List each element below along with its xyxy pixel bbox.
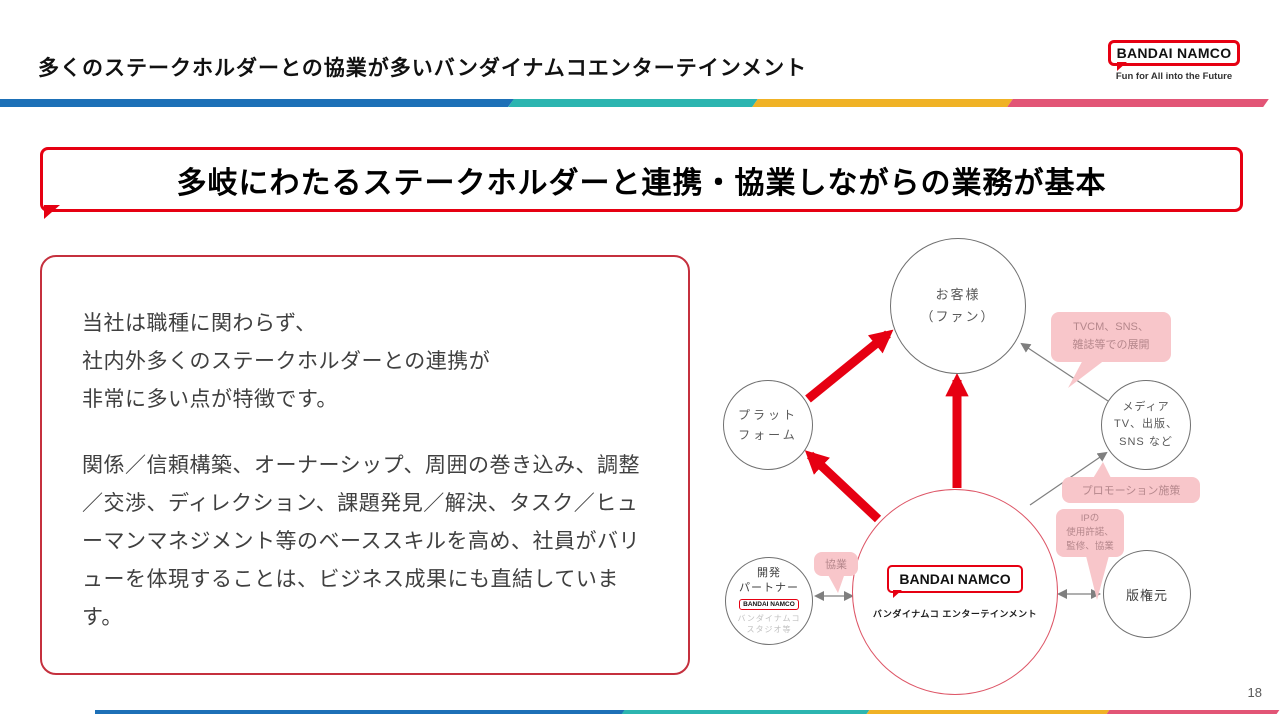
center-logo-bubble: BANDAI NAMCO [887,564,1023,598]
node-platform-label: プラット フォーム [737,407,798,442]
logo-text: BANDAI NAMCO [1116,45,1232,61]
node-dev-partner-sublabel: バンダイナムコ スタジオ等 [737,614,801,635]
node-dev-partner: 開発 パートナー BANDAI NAMCO バンダイナムコ スタジオ等 [725,557,813,645]
node-media: メディア TV、出版、 SNS など [1101,380,1191,470]
node-media-label: メディア TV、出版、 SNS など [1113,400,1179,448]
description-paragraph-1: 当社は職種に関わらず、 社内外多くのステークホルダーとの連携が 非常に多い点が特… [82,312,491,411]
arrow-platform-to-customer [805,329,894,403]
main-title-box: 多岐にわたるステークホルダーと連携・協業しながらの業務が基本 [40,147,1243,212]
node-platform: プラット フォーム [723,380,813,470]
center-logo-text: BANDAI NAMCO [899,570,1011,587]
page-title: 多くのステークホルダーとの協業が多いバンダイナムコエンターテインメント [38,57,808,80]
bottom-divider-stripe [95,710,1280,714]
description-box: 当社は職種に関わらず、 社内外多くのステークホルダーとの連携が 非常に多い点が特… [40,255,690,675]
page-number: 18 [1247,685,1262,700]
bandai-namco-wordmark: BANDAI NAMCO [1107,40,1241,71]
center-company-label: バンダイナムコ エンターテインメント [872,608,1038,619]
node-customer-label: お客様 （ファン） [920,286,996,324]
callout-tail-collaboration [827,573,845,593]
logo-tagline: Fun for All into the Future [1115,71,1233,82]
description-paragraph-2: 関係／信頼構築、オーナーシップ、周囲の巻き込み、調整／交渉、ディレクション、課題… [82,454,640,629]
stripe-segment-blue [95,710,625,714]
node-rights-holder: 版権元 [1103,550,1191,638]
callout-tail-promotion [1092,462,1112,480]
arrow-media-to-customer [1020,342,1109,402]
logo-bubble-tail [1116,62,1127,71]
node-bandai-namco-center: BANDAI NAMCO バンダイナムコ エンターテインメント [852,489,1058,695]
bandai-namco-logo: BANDAI NAMCO Fun for All into the Future [1104,40,1244,82]
center-logo-tail [893,589,903,598]
callout-tail-tvcm [1068,356,1110,388]
dev-partner-logo: BANDAI NAMCO [739,599,799,611]
node-customer: お客様 （ファン） [890,238,1026,374]
node-dev-partner-label: 開発 パートナー [739,567,799,595]
arrow-center-to-platform [804,450,882,523]
stripe-segment-blue [0,99,514,107]
top-divider-stripe [0,99,1280,107]
main-title: 多岐にわたるステークホルダーと連携・協業しながらの業務が基本 [176,166,1107,200]
callout-tail-ip [1085,552,1110,600]
node-rights-holder-label: 版権元 [1125,587,1168,603]
main-title-box-tail [44,205,60,219]
